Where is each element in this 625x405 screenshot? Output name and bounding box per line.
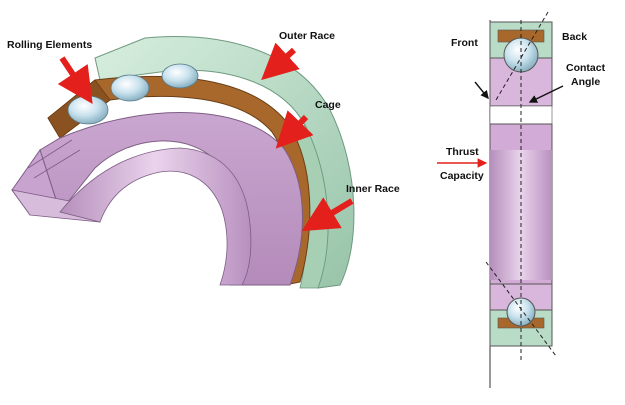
label-inner-race: Inner Race (346, 183, 400, 195)
contact-line-top (495, 11, 549, 101)
front-arrow (474, 81, 489, 100)
contact-line-bottom (485, 261, 557, 357)
callout-arrow-outer-race (261, 42, 300, 81)
label-rolling-elements: Rolling Elements (7, 39, 93, 51)
inner-race (39, 112, 303, 286)
label-capacity: Capacity (440, 170, 484, 182)
bearing-cross-section (437, 11, 564, 388)
callout-arrow-inner-race (301, 197, 354, 232)
label-outer-race: Outer Race (279, 30, 336, 42)
label-thrust: Thrust (446, 146, 479, 158)
label-back: Back (562, 31, 588, 43)
label-angle: Angle (571, 76, 601, 88)
label-front: Front (451, 37, 478, 49)
bearing-3d-view (11, 36, 355, 289)
label-cage: Cage (315, 99, 341, 111)
callout-arrow-rolling-elements (57, 56, 93, 104)
callout-arrow-cage (275, 110, 314, 149)
label-contact: Contact (566, 62, 606, 74)
contact-angle-arrow (528, 85, 564, 103)
rolling-element (67, 95, 109, 125)
rolling-element (110, 74, 150, 102)
callout-arrows (57, 42, 354, 232)
rolling-element (161, 63, 199, 89)
